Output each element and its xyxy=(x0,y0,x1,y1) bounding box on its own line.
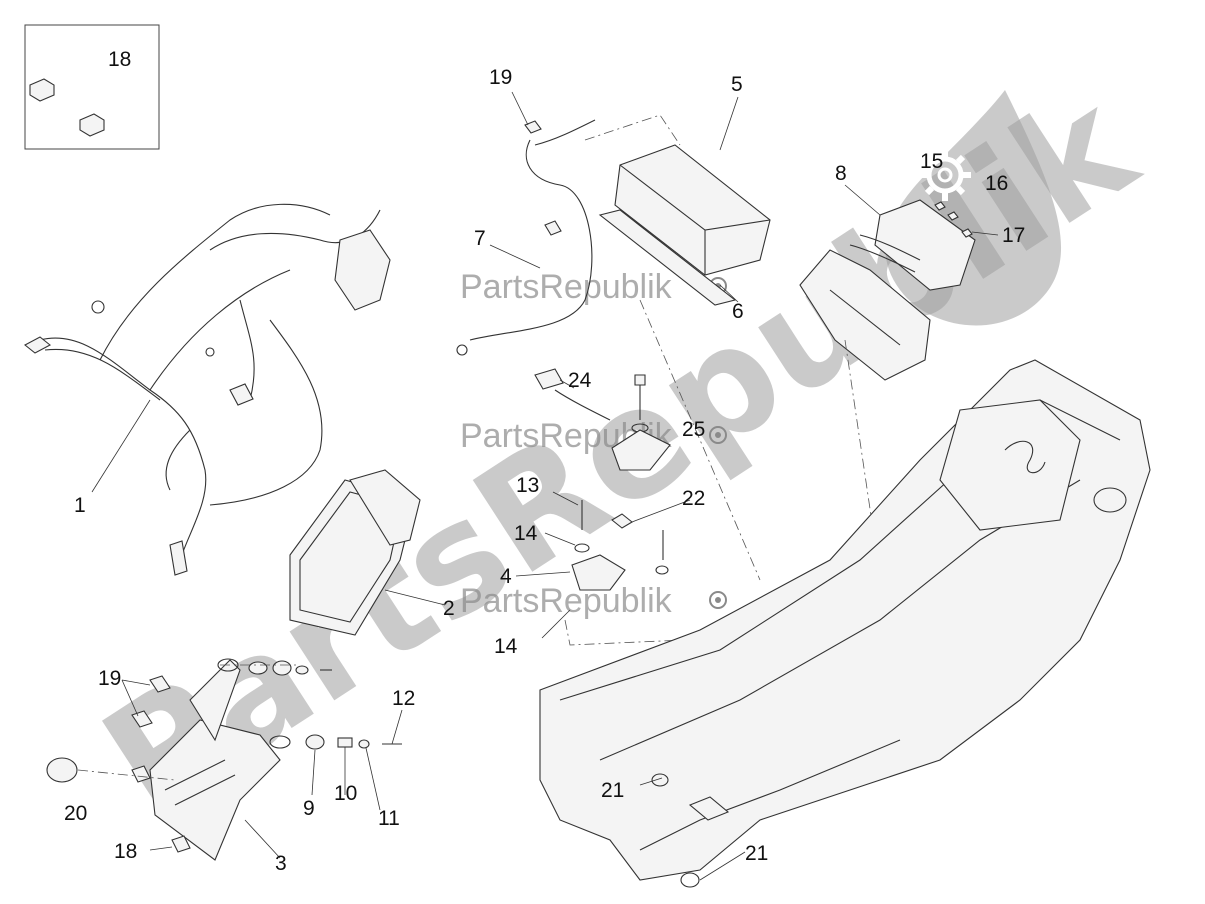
watermark-small-3: PartsRepublik xyxy=(460,582,673,620)
guide-line xyxy=(584,114,681,146)
wiring-harness xyxy=(24,203,391,576)
callout-1: 1 xyxy=(74,494,86,517)
callout-13: 13 xyxy=(516,474,539,497)
ecu-unit xyxy=(289,469,421,636)
callout-17: 17 xyxy=(1002,224,1025,247)
guide-line xyxy=(77,769,176,781)
callout-7: 7 xyxy=(474,227,486,250)
lower-tray xyxy=(149,658,291,861)
callout-14-b: 14 xyxy=(494,635,518,658)
callout-2: 2 xyxy=(443,597,455,620)
callout-15: 15 xyxy=(920,150,943,173)
fuse-box-bracket xyxy=(799,249,931,381)
callout-14-a: 14 xyxy=(514,522,538,545)
leader-lines xyxy=(91,91,999,881)
battery-cables xyxy=(456,119,596,356)
callout-16: 16 xyxy=(985,172,1008,195)
callout-10: 10 xyxy=(334,782,357,805)
callout-19-bottom: 19 xyxy=(98,667,121,690)
callout-21-a: 21 xyxy=(601,779,624,802)
callout-21-b: 21 xyxy=(745,842,768,865)
inset-box-clips xyxy=(24,24,160,150)
callout-20: 20 xyxy=(64,802,87,825)
callout-4: 4 xyxy=(500,565,512,588)
callout-labels: 18 19 5 7 6 8 15 16 17 24 25 23 13 22 14… xyxy=(64,48,1025,875)
watermark-small-1: PartsRepublik xyxy=(460,268,673,306)
callout-6: 6 xyxy=(732,300,744,323)
callout-3: 3 xyxy=(275,852,287,875)
gear-icon xyxy=(709,591,727,609)
callout-9: 9 xyxy=(303,797,315,820)
callout-8: 8 xyxy=(835,162,847,185)
callout-18-bottom: 18 xyxy=(114,840,137,863)
callout-5: 5 xyxy=(731,73,743,96)
gear-icon xyxy=(709,426,727,444)
callout-24: 24 xyxy=(568,369,592,392)
callout-19-top: 19 xyxy=(489,66,512,89)
callout-25: 25 xyxy=(682,418,705,441)
gear-icon xyxy=(919,149,971,201)
callout-18-inset: 18 xyxy=(108,48,131,71)
guide-line xyxy=(564,619,691,666)
rear-frame xyxy=(539,359,1151,888)
battery xyxy=(598,144,771,306)
sensor-assembly xyxy=(534,368,671,591)
callout-11: 11 xyxy=(378,807,400,830)
fasteners-lower xyxy=(46,660,402,853)
callout-22: 22 xyxy=(682,487,705,510)
callout-12: 12 xyxy=(392,687,415,710)
fuse-box xyxy=(849,199,976,291)
